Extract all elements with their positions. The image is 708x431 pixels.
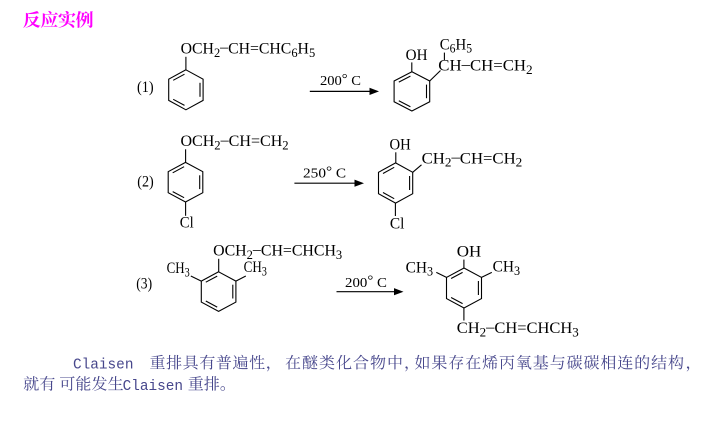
svg-text:Cl: Cl	[180, 215, 194, 231]
svg-text:C6H5: C6H5	[440, 37, 472, 56]
svg-text:OH: OH	[390, 137, 411, 153]
svg-text:250° C: 250° C	[303, 164, 346, 181]
svg-text:CH3: CH3	[493, 259, 520, 278]
svg-text:OH: OH	[406, 47, 428, 64]
svg-text:CH2–CH=CHCH3: CH2–CH=CHCH3	[457, 319, 579, 339]
svg-text:CH3: CH3	[406, 259, 433, 278]
svg-text:Claisen: Claisen	[73, 358, 133, 374]
svg-text:CH–CH=CH2: CH–CH=CH2	[438, 57, 532, 77]
svg-text:(1): (1)	[137, 80, 154, 97]
svg-text:CH3: CH3	[244, 259, 268, 279]
svg-text:200° C: 200° C	[320, 71, 361, 89]
svg-text:OCH2–CH=CH2: OCH2–CH=CH2	[180, 132, 288, 152]
svg-text:OH: OH	[457, 243, 482, 260]
svg-text:(3): (3)	[136, 276, 152, 293]
svg-text:CH3: CH3	[167, 260, 190, 280]
svg-text:Claisen: Claisen	[123, 379, 183, 395]
svg-text:200° C: 200° C	[345, 273, 387, 291]
svg-text:CH2–CH=CH2: CH2–CH=CH2	[422, 150, 523, 170]
svg-text:Cl: Cl	[390, 215, 405, 232]
svg-text:OCH2–CH=CHCH3: OCH2–CH=CHCH3	[213, 242, 342, 262]
svg-text:(2): (2)	[137, 174, 154, 191]
